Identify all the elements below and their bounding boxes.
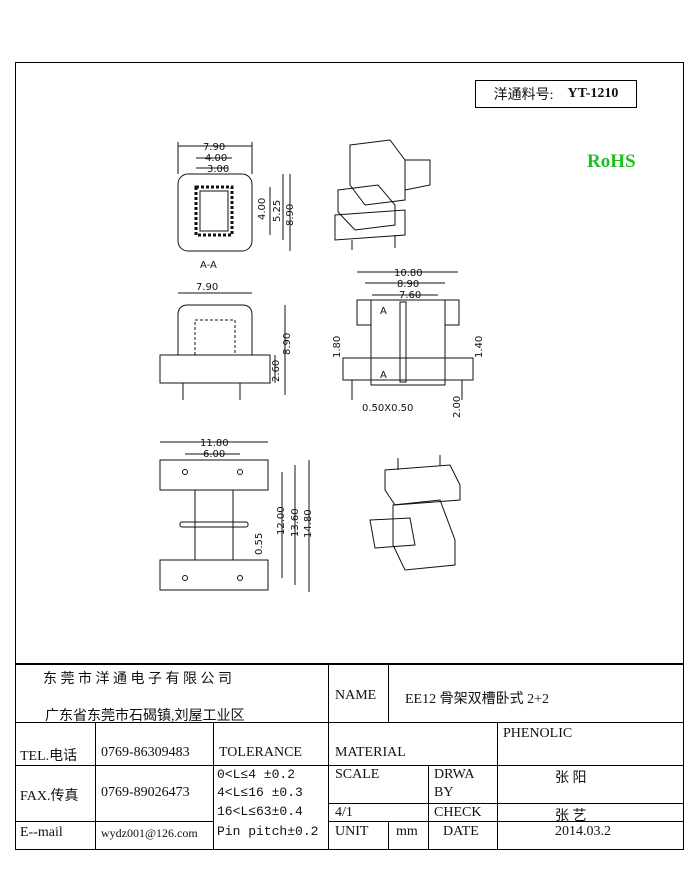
dim-pin-size: 0.50X0.50 — [362, 403, 413, 414]
unit-value: mm — [396, 824, 418, 839]
dim-top-width: 7.90 — [203, 142, 225, 153]
isometric-view-top — [334, 139, 431, 250]
email-label: E--mail — [20, 825, 63, 840]
dim-side-inner: 7.60 — [399, 290, 421, 301]
front-view: 7.90 8.90 2.60 — [159, 282, 293, 400]
tel-value: 0769-86309483 — [101, 745, 190, 760]
check-label: CHECK — [434, 805, 482, 820]
email-value: wydz001@126.com — [101, 826, 198, 840]
tolerance-row-1: 0<L≤4 ±0.2 — [217, 767, 296, 782]
tolerance-row-3: 16<L≤63±0.4 — [217, 804, 303, 819]
rohs-mark: RoHS — [587, 151, 636, 172]
date-value: 2014.03.2 — [555, 824, 611, 839]
scale-value: 4/1 — [335, 805, 353, 820]
drawn-label-1: DRWA — [434, 767, 475, 782]
dim-pin-row: 12.00 — [276, 506, 287, 535]
title-block: 东 莞 市 洋 通 电 子 有 限 公 司 广东省东莞市石碣镇,刘屋工业区 NA… — [15, 663, 684, 850]
check-value: 张 艺 — [555, 809, 587, 824]
technical-drawing: 7.90 4.00 3.00 4.00 5.25 8.90 A-A 7.90 8… — [159, 139, 485, 592]
bottom-view: 11.80 6.00 12.00 13.60 14.80 0.55 — [159, 438, 314, 592]
dim-inner-height: 5.25 — [272, 200, 283, 222]
dim-pin-length: 2.00 — [452, 396, 463, 418]
dim-side-right-height: 1.40 — [474, 336, 485, 358]
section-mark-top: A — [380, 306, 387, 317]
dim-inner-width: 4.00 — [205, 153, 227, 164]
material-value: PHENOLIC — [503, 726, 573, 741]
company-address: 广东省东莞市石碣镇,刘屋工业区 — [45, 709, 245, 724]
dim-base-height: 2.60 — [271, 360, 282, 382]
fax-label: FAX.传真 — [20, 789, 79, 804]
scale-label: SCALE — [335, 767, 380, 782]
drawn-label-2: BY — [434, 785, 454, 800]
dim-divider: 0.55 — [254, 533, 265, 555]
unit-label: UNIT — [335, 824, 369, 839]
side-view: 10.80 8.90 7.60 A A 1.80 1.40 0.50X0.50 … — [332, 268, 485, 418]
section-mark-bottom: A — [380, 370, 387, 381]
dim-window-height: 4.00 — [257, 198, 268, 220]
tolerance-row-4: Pin pitch±0.2 — [217, 824, 319, 839]
section-view: 7.90 4.00 3.00 4.00 5.25 8.90 A-A — [177, 142, 296, 271]
dim-side-total: 10.80 — [394, 268, 423, 279]
material-label: MATERIAL — [335, 745, 406, 760]
part-number-box: 洋通料号: YT-1210 — [475, 80, 637, 108]
dim-side-left-height: 1.80 — [332, 336, 343, 358]
company-name: 东 莞 市 洋 通 电 子 有 限 公 司 — [43, 672, 232, 687]
tel-label: TEL.电话 — [20, 749, 78, 764]
tolerance-label: TOLERANCE — [219, 745, 302, 760]
dim-front-width: 7.90 — [196, 282, 218, 293]
date-label: DATE — [443, 824, 479, 839]
tolerance-row-2: 4<L≤16 ±0.3 — [217, 785, 303, 800]
fax-value: 0769-89026473 — [101, 785, 190, 800]
isometric-view-bottom — [369, 455, 461, 571]
part-number-value: YT-1210 — [567, 86, 619, 101]
dim-window-width: 3.00 — [207, 164, 229, 175]
part-name: EE12 骨架双槽卧式 2+2 — [405, 692, 549, 707]
dim-pin-pitch: 6.00 — [203, 449, 225, 460]
name-label: NAME — [335, 688, 377, 703]
dim-flange-length: 13.60 — [290, 508, 301, 537]
part-number-label: 洋通料号: — [493, 88, 554, 103]
dim-total-height: 8.90 — [285, 204, 296, 226]
dim-total-length: 14.80 — [303, 509, 314, 538]
drawn-by-value: 张 阳 — [555, 771, 587, 786]
dim-front-height: 8.90 — [282, 333, 293, 355]
section-label: A-A — [200, 260, 217, 271]
dim-bottom-width: 11.80 — [200, 438, 229, 449]
drawing-frame — [15, 62, 684, 850]
dim-side-mid: 8.90 — [397, 279, 419, 290]
